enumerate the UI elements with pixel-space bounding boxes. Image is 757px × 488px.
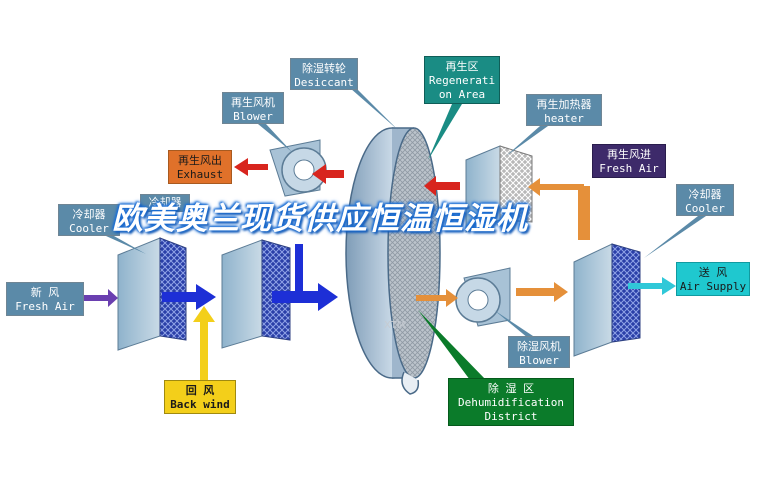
process-air-arrow-2 — [272, 283, 338, 311]
regeneration-area-label: 再生区 Regenerati on Area — [424, 56, 500, 104]
regen-fresh-air-label: 再生风进 Fresh Air — [592, 144, 666, 178]
cooler-mid-label: 冷却器 — [140, 194, 190, 212]
dehum-blower-label: 除湿风机 Blower — [508, 336, 570, 368]
wheel-drive — [401, 371, 420, 395]
callout-pointers — [106, 88, 706, 380]
watermark: XTM — [384, 320, 406, 331]
dehum-district-label: 除 湿 区 Dehumidification District — [448, 378, 574, 426]
regen-fresh-air-arrow — [528, 178, 590, 240]
regen-blower-label: 再生风机 Blower — [222, 92, 284, 124]
cooler-right-label: 冷却器 Cooler — [676, 184, 734, 216]
cooler-unit-mid — [221, 239, 291, 349]
regen-air-arrow-1 — [424, 176, 460, 196]
desiccant-wheel-label: 除湿转轮 Desiccant — [290, 58, 358, 90]
dehum-blower-unit — [455, 267, 511, 327]
regen-air-arrow-2 — [312, 164, 344, 184]
exhaust-arrow — [234, 158, 268, 176]
exhaust-label: 再生风出 Exhaust — [168, 150, 232, 184]
overlay-title: 欧美奥兰现货供应恒温恒湿机 — [112, 201, 528, 237]
fresh-air-arrow — [84, 289, 118, 307]
dehum-air-arrow-1 — [416, 289, 458, 307]
air-supply-arrow — [628, 277, 676, 295]
process-air-arrow-1 — [162, 284, 216, 310]
process-air-riser — [295, 244, 303, 298]
back-wind-arrow — [193, 306, 215, 380]
flow-arrows — [84, 158, 676, 380]
dehum-air-arrow-2 — [516, 282, 568, 302]
back-wind-label: 回 风 Back wind — [164, 380, 236, 414]
cooler-unit-left — [117, 237, 187, 351]
regen-heater-label: 再生加热器 heater — [526, 94, 602, 126]
regen-heater-unit — [465, 145, 533, 233]
fresh-air-label: 新 风 Fresh Air — [6, 282, 84, 316]
cooler-unit-right — [573, 243, 641, 357]
desiccant-wheel — [345, 127, 441, 395]
air-supply-label: 送 风 Air Supply — [676, 262, 750, 296]
cooler-left-label: 冷却器 Cooler — [58, 204, 120, 236]
regen-blower-unit — [269, 139, 327, 197]
